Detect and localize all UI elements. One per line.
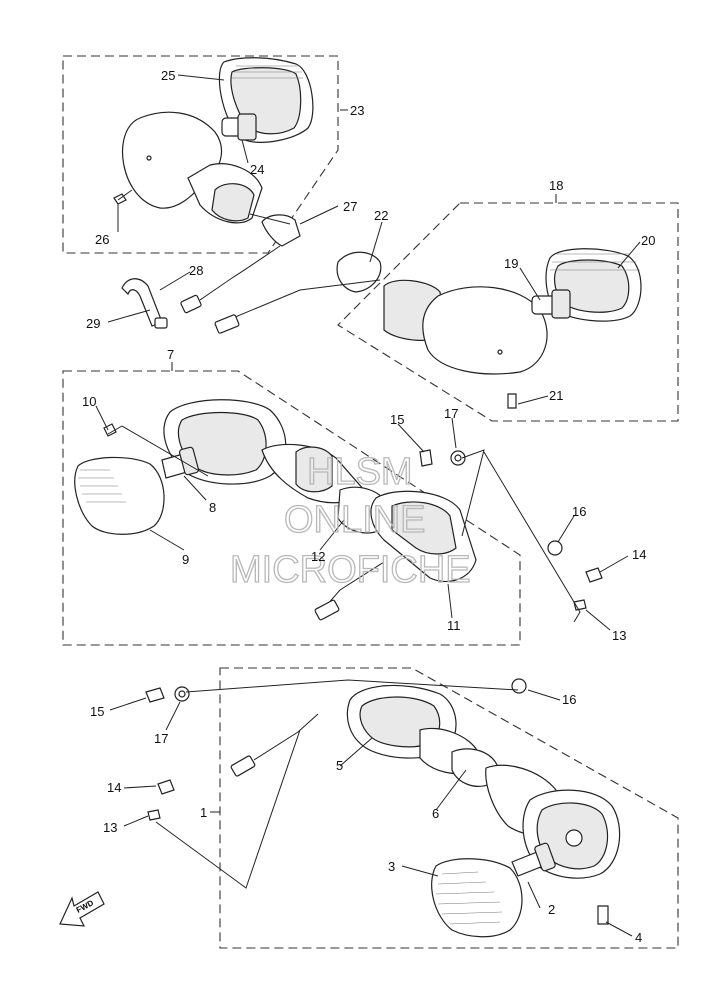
callout-14b: 14 <box>107 780 121 795</box>
callout-22: 22 <box>374 208 388 223</box>
watermark: HLSM ONLINE MICROFICHE <box>229 450 471 591</box>
callout-17b: 17 <box>154 731 168 746</box>
watermark-line-1: HLSM <box>307 451 413 493</box>
callout-25: 25 <box>161 68 175 83</box>
group-box-23 <box>62 55 339 254</box>
callout-9: 9 <box>182 552 189 567</box>
callout-8: 8 <box>209 500 216 515</box>
callout-labels: 25 23 24 26 27 18 22 20 19 28 29 7 21 10… <box>82 68 655 945</box>
leader-lines <box>95 74 641 937</box>
callout-28: 28 <box>189 263 203 278</box>
callout-1: 1 <box>200 805 207 820</box>
callout-18: 18 <box>549 178 563 193</box>
callout-5: 5 <box>336 758 343 773</box>
group-box-18 <box>337 202 679 422</box>
clamp-parts-28-29 <box>121 278 168 329</box>
callout-16a: 16 <box>572 504 586 519</box>
rear-turn-signal-assembly <box>113 57 314 314</box>
callout-10: 10 <box>82 394 96 409</box>
callout-11: 11 <box>447 618 461 633</box>
watermark-line-2: ONLINE <box>284 499 425 541</box>
callout-3: 3 <box>388 859 395 874</box>
fwd-arrow-icon: FWD <box>59 891 105 927</box>
callout-7: 7 <box>167 347 174 362</box>
callout-26: 26 <box>95 232 109 247</box>
callout-24: 24 <box>250 162 264 177</box>
callout-29: 29 <box>86 316 100 331</box>
left-front-turn-signal-assembly <box>145 678 621 938</box>
watermark-line-3: MICROFICHE <box>230 549 471 591</box>
callout-16b: 16 <box>562 692 576 707</box>
callout-6: 6 <box>432 806 439 821</box>
callout-14a: 14 <box>632 547 646 562</box>
callout-13a: 13 <box>612 628 626 643</box>
callout-21: 21 <box>549 388 563 403</box>
callout-20: 20 <box>641 233 655 248</box>
callout-15b: 15 <box>90 704 104 719</box>
callout-2: 2 <box>548 902 555 917</box>
front-turn-signal-assembly <box>214 248 642 409</box>
callout-17a: 17 <box>444 406 458 421</box>
callout-27: 27 <box>343 199 357 214</box>
callout-4: 4 <box>635 930 642 945</box>
group-box-7 <box>62 370 521 646</box>
callout-15a: 15 <box>390 412 404 427</box>
callout-13b: 13 <box>103 820 117 835</box>
callout-19: 19 <box>504 256 518 271</box>
group-box-1 <box>219 667 679 949</box>
left-rear-turn-signal-assembly <box>74 399 603 621</box>
callout-23: 23 <box>350 103 364 118</box>
callout-12: 12 <box>311 549 325 564</box>
